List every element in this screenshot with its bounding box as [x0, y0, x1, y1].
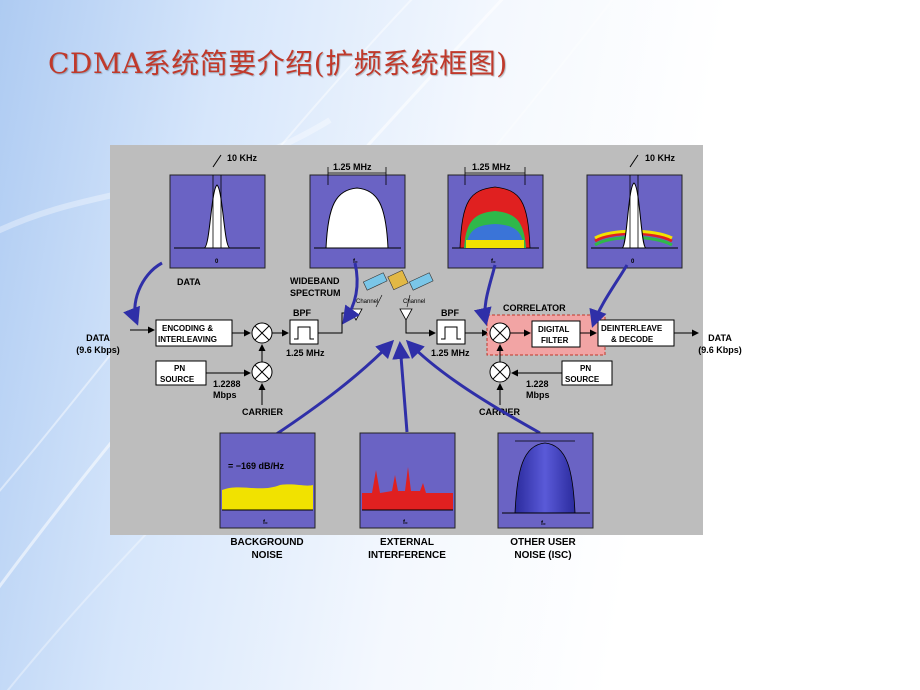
slide-title: CDMA系统简要介绍(扩频系统框图) — [48, 47, 508, 80]
top-spectrum-4-label: 10 KHz — [645, 153, 676, 163]
spectrum-box-data: 10 KHz 0 — [169, 153, 266, 269]
despreading-mixer — [489, 322, 511, 344]
bpf-right-bandwidth: 1.25 MHz — [431, 348, 470, 358]
spreading-mixer-left — [251, 322, 273, 344]
svg-text:DIGITAL: DIGITAL — [538, 325, 570, 334]
deinterleave-decode-block — [597, 319, 675, 347]
svg-text:SOURCE: SOURCE — [160, 375, 195, 384]
data-output-caption: DATA (9.6 Kbps) — [690, 332, 750, 356]
bottom-spectrum-2-axis: f₀ — [403, 520, 408, 526]
chip-rate-left-2: Mbps — [213, 390, 237, 400]
bottom-spectrum-1-axis: f₀ — [263, 520, 268, 526]
satellite-icon — [362, 269, 434, 291]
top-spectrum-1-axis: 0 — [215, 259, 219, 265]
spectrum-box-received: 1.25 MHz f₀ — [447, 162, 544, 269]
background-noise-level: = −169 dB/Hz — [228, 461, 285, 471]
carrier-left-label: CARRIER — [242, 407, 284, 417]
top-spectrum-3-axis: f₀ — [491, 259, 496, 265]
bpf-left-label: BPF — [293, 308, 312, 318]
channel-left-label: Channel — [356, 299, 378, 305]
svg-text:PN: PN — [174, 364, 185, 373]
rx-antenna-icon — [399, 308, 413, 321]
carrier-right-label: CARRIER — [479, 407, 521, 417]
caption-other-user-noise: OTHER USER NOISE (ISC) — [510, 537, 576, 561]
top-spectrum-2-axis: f₀ — [353, 259, 358, 265]
svg-text:SOURCE: SOURCE — [565, 375, 600, 384]
top-spectrum-1-label: 10 KHz — [227, 153, 258, 163]
data-top-label: DATA — [177, 277, 201, 287]
chip-rate-right-2: Mbps — [526, 390, 550, 400]
data-in-text: DATA — [86, 333, 110, 343]
spectrum-box-background-noise: = −169 dB/Hz f₀ — [219, 432, 316, 529]
pn-source-right-block — [561, 360, 613, 386]
spread-spectrum-block-diagram: 10 KHz 0 1.25 MHz f₀ 1.25 MHz f₀ 10 KHz … — [110, 145, 703, 535]
svg-text:DEINTERLEAVE: DEINTERLEAVE — [601, 324, 663, 333]
caption-background-noise: BACKGROUND NOISE — [230, 537, 304, 561]
bpf-left-block — [289, 319, 319, 345]
data-input-caption: DATA (9.6 Kbps) — [68, 332, 128, 356]
pn-source-left-block — [155, 360, 207, 386]
data-out-rate: (9.6 Kbps) — [698, 345, 742, 355]
bpf-right-label: BPF — [441, 308, 460, 318]
spectrum-box-despread: 10 KHz 0 — [586, 153, 683, 269]
carrier-mixer-left — [251, 361, 273, 383]
bpf-right-block — [436, 319, 466, 345]
svg-text:FILTER: FILTER — [541, 336, 569, 345]
svg-text:& DECODE: & DECODE — [611, 335, 654, 344]
svg-text:ENCODING &: ENCODING & — [162, 324, 213, 333]
spectrum-box-wideband: 1.25 MHz f₀ — [309, 162, 406, 269]
spectrum-box-external-interference: f₀ — [359, 432, 456, 529]
carrier-mixer-right — [489, 361, 511, 383]
bottom-spectrum-3-axis: f₀ — [541, 521, 546, 527]
spectrum-box-other-user-noise: f₀ — [497, 432, 594, 529]
digital-filter-block — [531, 320, 581, 348]
correlator-label: CORRELATOR — [503, 303, 566, 313]
top-spectrum-3-label: 1.25 MHz — [472, 162, 511, 172]
channel-right-label: Channel — [403, 299, 425, 305]
wideband-label: WIDEBAND — [290, 276, 340, 286]
data-in-rate: (9.6 Kbps) — [76, 345, 120, 355]
data-out-text: DATA — [708, 333, 732, 343]
svg-text:PN: PN — [580, 364, 591, 373]
chip-rate-left-1: 1.2288 — [213, 379, 241, 389]
svg-text:INTERLEAVING: INTERLEAVING — [158, 335, 217, 344]
caption-external-interference: EXTERNAL INTERFERENCE — [368, 537, 446, 561]
top-spectrum-4-axis: 0 — [631, 259, 635, 265]
top-spectrum-2-label: 1.25 MHz — [333, 162, 372, 172]
spectrum-label: SPECTRUM — [290, 288, 341, 298]
chip-rate-right-1: 1.228 — [526, 379, 549, 389]
bpf-left-bandwidth: 1.25 MHz — [286, 348, 325, 358]
diagram-canvas: 10 KHz 0 1.25 MHz f₀ 1.25 MHz f₀ 10 KHz … — [110, 145, 703, 535]
spectrum-flow-arrows — [123, 261, 629, 437]
